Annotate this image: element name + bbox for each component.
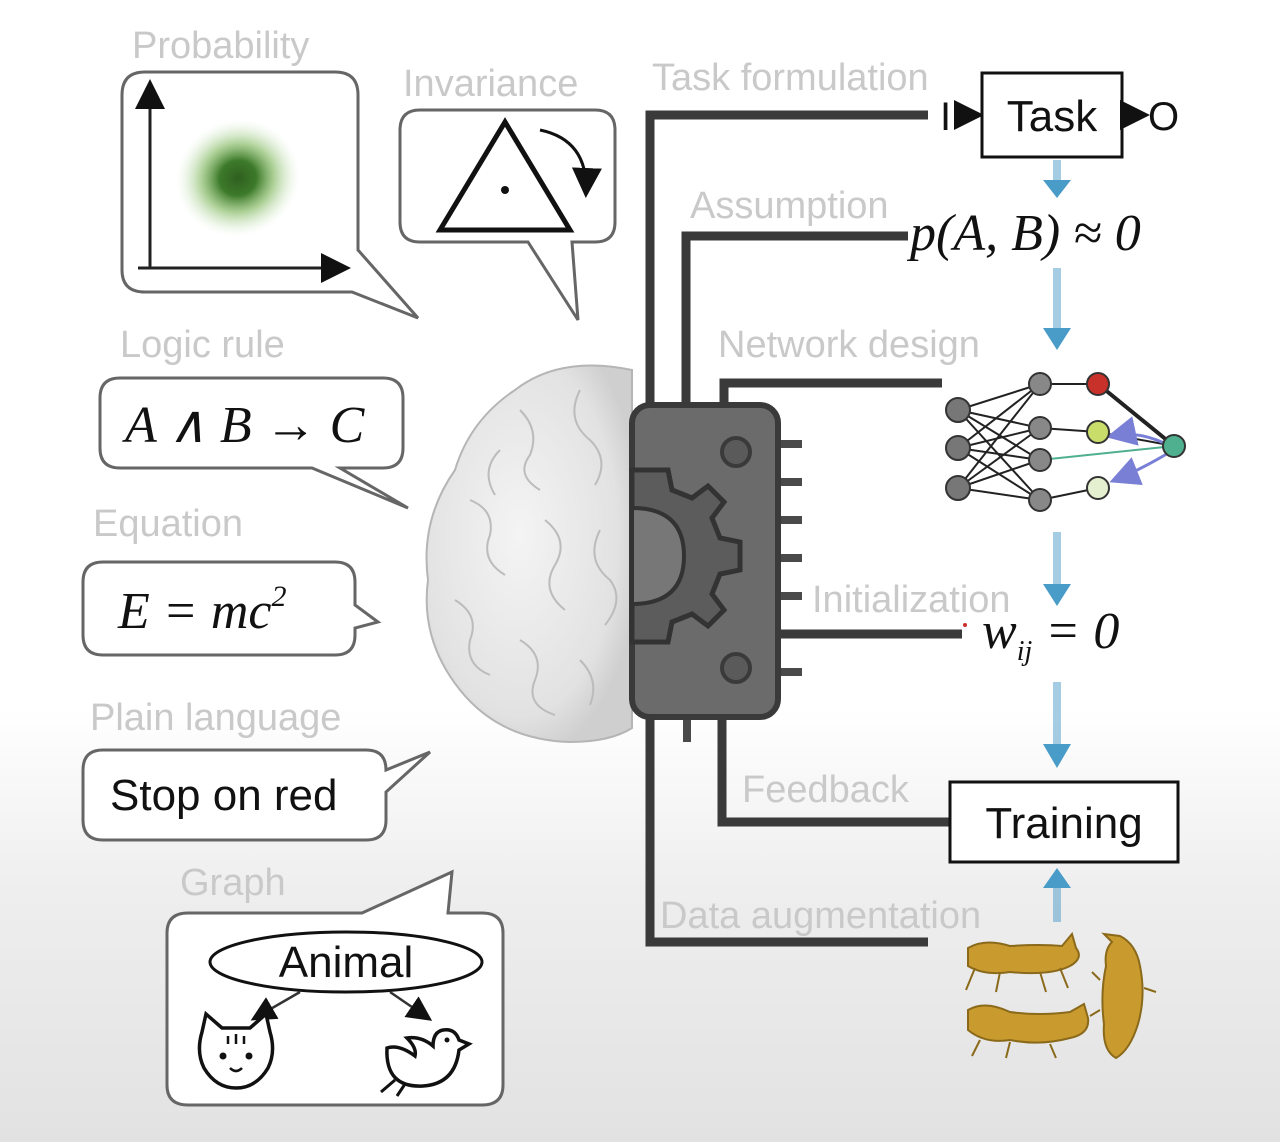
assumption-label: Assumption [690, 185, 889, 227]
hidden-node-3 [1028, 448, 1052, 472]
invariance-panel: Invariance [398, 63, 617, 321]
data-augmentation-label: Data augmentation [660, 895, 981, 937]
chip-screw-top [720, 436, 752, 468]
logic-rule-formula: A ∧ B → C [122, 397, 366, 454]
wire-feedback [717, 717, 950, 827]
task-formulation-step: I Task O [940, 71, 1179, 159]
network-edges [957, 382, 1176, 501]
probability-label: Probability [132, 25, 309, 67]
invariance-bubble [398, 108, 617, 321]
flow-arrow-assumption-to-network [1043, 268, 1071, 350]
wires [645, 110, 962, 947]
wire-network-design [719, 378, 942, 405]
equation-formula: E = mc2 [117, 580, 287, 640]
brain-folds [454, 389, 618, 716]
triangle-icon [435, 117, 575, 233]
red-marker-dot [963, 623, 967, 627]
feature-node-yellow [1086, 420, 1110, 444]
plain-language-label: Plain language [90, 697, 341, 739]
chip-screw-bottom [720, 652, 752, 684]
logic-rule-label: Logic rule [120, 324, 285, 366]
hidden-node-1 [1028, 372, 1052, 396]
input-node-3 [945, 475, 971, 501]
wire-task-formulation [645, 110, 928, 405]
graph-panel: Graph Animal [165, 862, 505, 1107]
invariance-label: Invariance [403, 63, 578, 105]
flow-arrows [1043, 160, 1071, 922]
gear-icon [629, 467, 743, 645]
bird-icon [380, 1027, 473, 1097]
plain-language-bubble [81, 748, 432, 842]
brain-half [425, 364, 633, 744]
task-output-label: O [1148, 95, 1179, 139]
feature-node-pale [1086, 476, 1110, 500]
feedback-label: Feedback [742, 769, 910, 811]
training-box [948, 780, 1180, 864]
task-box [980, 71, 1124, 159]
edge-to-cat [250, 990, 301, 1021]
plain-language-text: Stop on red [110, 771, 338, 820]
wire-data-augmentation [645, 717, 928, 947]
augmented-cat-images [965, 931, 1157, 1060]
logic-rule-panel: Logic rule A ∧ B → C [98, 324, 409, 510]
wire-assumption [681, 231, 908, 405]
logic-rule-bubble [98, 376, 409, 510]
init-rest: = 0 [1032, 603, 1119, 660]
hidden-node-4 [1028, 488, 1052, 512]
hidden-node-2 [1028, 416, 1052, 440]
backprop-arrow-lower [1109, 450, 1171, 486]
training-box-label: Training [985, 799, 1142, 848]
graph-label: Graph [180, 862, 286, 904]
equation-bubble [81, 560, 382, 657]
assumption-formula: p(A, B) ≈ 0 [906, 205, 1141, 262]
initialization-formula: wij = 0 [982, 603, 1119, 667]
cat-image-vertical [1089, 932, 1157, 1060]
cat-image-top [965, 931, 1080, 993]
gaussian-blob [176, 119, 300, 237]
plain-language-panel: Plain language Stop on red [81, 697, 432, 842]
input-node-1 [945, 397, 971, 423]
animal-node-label: Animal [279, 938, 414, 987]
flow-arrow-init-to-training [1043, 682, 1071, 768]
rotation-arrow-icon [539, 128, 602, 198]
task-box-label: Task [1007, 92, 1098, 141]
feature-node-red [1086, 372, 1110, 396]
probability-panel: Probability [120, 25, 420, 320]
equation-panel: Equation E = mc2 [81, 503, 382, 657]
task-input-label: I [940, 95, 951, 139]
flow-arrow-task-to-assumption [1043, 160, 1071, 198]
edge-to-bird [389, 990, 433, 1021]
flow-arrow-augmentation-to-training [1043, 868, 1071, 922]
equation-label: Equation [93, 503, 243, 545]
flow-arrow-network-to-init [1043, 532, 1071, 606]
init-w: w [982, 603, 1017, 660]
neural-network-icon [945, 372, 1186, 512]
network-design-label: Network design [718, 324, 980, 366]
cat-image-bottom [967, 1002, 1090, 1059]
network-nodes [945, 372, 1186, 512]
animal-node [208, 930, 484, 994]
brain-chip-illustration [425, 364, 802, 744]
init-subscript: ij [1017, 636, 1033, 667]
cat-icon [197, 1010, 275, 1090]
task-formulation-label: Task formulation [652, 57, 929, 99]
equation-superscript: 2 [272, 580, 287, 613]
triangle-center-dot [501, 186, 509, 194]
equation-base: E = mc [117, 583, 272, 640]
input-node-2 [945, 435, 971, 461]
initialization-label: Initialization [812, 579, 1011, 621]
output-node [1162, 434, 1186, 458]
